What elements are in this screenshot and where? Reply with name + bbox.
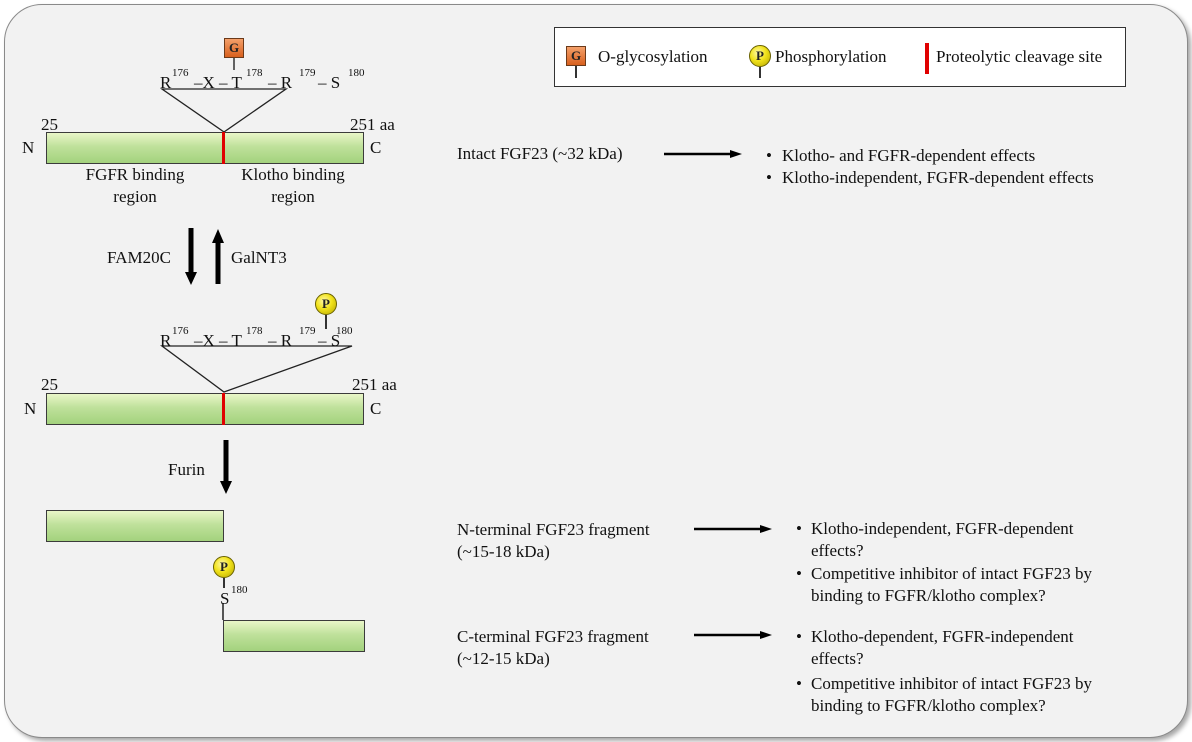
n-terminal-fragment-bar <box>46 510 224 542</box>
start-residue-mid: 25 <box>41 375 58 394</box>
klotho-binding-region-label: Klotho binding region <box>241 165 345 206</box>
top-expansion-triangle <box>159 88 289 133</box>
glycosylation-icon: G <box>566 46 586 66</box>
phospho-stem <box>325 315 327 329</box>
n-terminal-fragment-label: N-terminal FGF23 fragment (~15-18 kDa) <box>457 520 650 561</box>
cterm-effect-2: Competitive inhibitor of intact FGF23 by… <box>811 674 1092 715</box>
mid-expansion-triangle <box>160 345 353 393</box>
fragment-phospho-icon: P <box>213 556 235 578</box>
nterm-effect-2: Competitive inhibitor of intact FGF23 by… <box>811 564 1092 605</box>
start-residue: 25 <box>41 115 58 134</box>
intact-fgf23-label: Intact FGF23 (~32 kDa) <box>457 144 623 163</box>
fgfr-binding-region-label: FGFR binding region <box>85 165 185 206</box>
cterm-effect-1: Klotho-dependent, FGFR-independent effec… <box>811 627 1074 668</box>
fam20c-label: FAM20C <box>107 248 171 267</box>
glycosylation-marker-icon: G <box>224 38 244 58</box>
end-residue: 251 aa <box>350 115 395 134</box>
intact-effect-1: Klotho- and FGFR-dependent effects <box>782 146 1036 165</box>
phosphorylation-marker-icon: P <box>315 293 337 315</box>
legend-cleavage-label: Proteolytic cleavage site <box>936 47 1103 66</box>
legend-box <box>554 27 1126 87</box>
galnt3-arrow-head <box>212 229 224 243</box>
furin-label: Furin <box>168 460 205 479</box>
fam20c-arrow-head <box>185 272 197 285</box>
legend-phospho-stem <box>759 67 761 78</box>
c-terminal-fragment-bar <box>223 620 365 652</box>
nterm-effect-1: Klotho-independent, FGFR-dependent effec… <box>811 519 1074 560</box>
diagram-panel <box>4 4 1188 738</box>
n-terminus-label-mid: N <box>24 399 37 418</box>
fragment-phospho-stem <box>223 578 225 588</box>
intact-effect-2: Klotho-independent, FGFR-dependent effec… <box>782 168 1094 187</box>
cleavage-site-top <box>222 132 225 164</box>
cleavage-site-mid <box>222 393 225 425</box>
end-residue-mid: 251 aa <box>352 375 397 394</box>
c-terminus-label-mid: C <box>370 399 382 418</box>
intact-fgf23-bar-top <box>46 132 364 164</box>
galnt3-label: GalNT3 <box>231 248 287 267</box>
phosphorylation-icon: P <box>749 45 771 67</box>
c-terminal-fragment-label: C-terminal FGF23 fragment (~12-15 kDa) <box>457 627 649 668</box>
furin-arrow-head <box>220 481 232 494</box>
n-terminus-label: N <box>22 138 35 157</box>
legend-phospho-label: Phosphorylation <box>775 47 887 66</box>
fragment-s-sup: 180 <box>231 584 248 596</box>
fragment-s-label: S <box>220 589 230 608</box>
legend-glyco-label: O-glycosylation <box>598 47 708 66</box>
legend-glyco-stem <box>575 66 577 78</box>
c-terminus-label: C <box>370 138 382 157</box>
cleavage-site-icon <box>925 43 929 74</box>
intact-fgf23-bar-mid <box>46 393 364 425</box>
